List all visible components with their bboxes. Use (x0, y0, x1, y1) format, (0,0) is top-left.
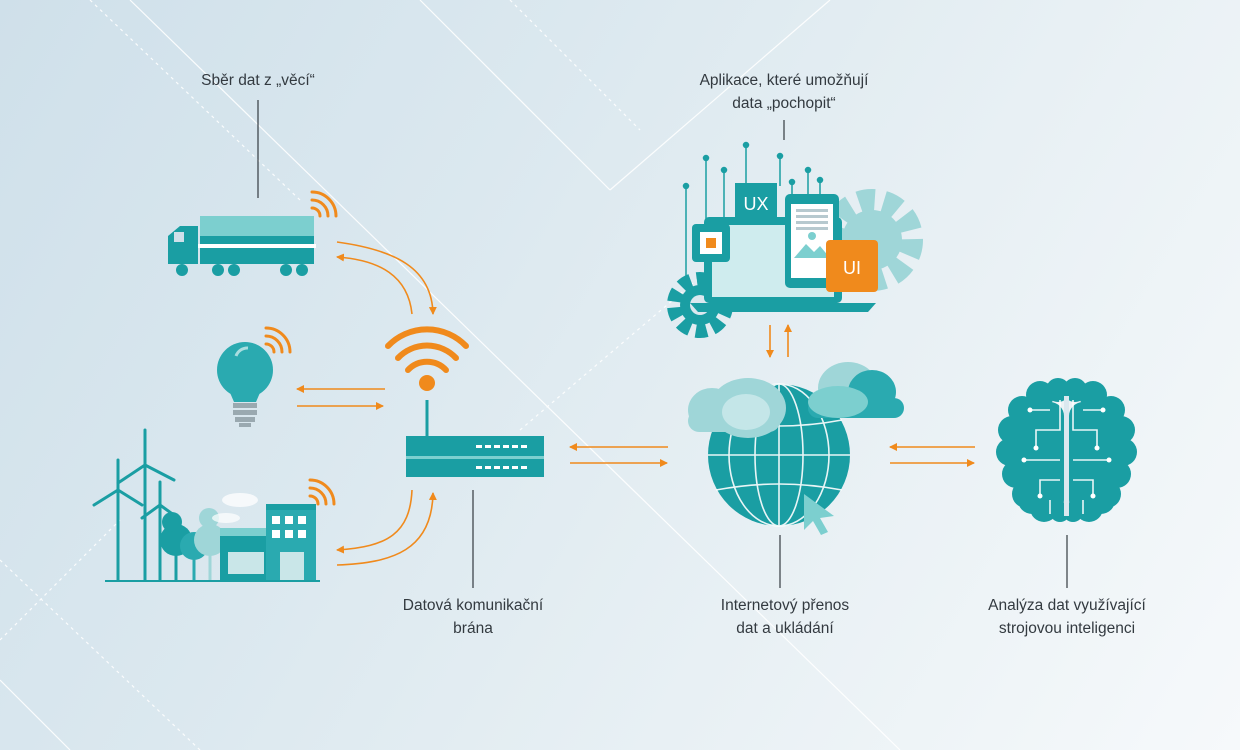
label-transfer-line-2: dat a ukládání (736, 620, 834, 637)
bulb-signal-icon (264, 326, 292, 354)
label-analysis-line-1: Analýza dat využívající (988, 597, 1146, 614)
arrow-truck-to-gateway (336, 241, 437, 315)
label-gateway-line-2: brána (453, 620, 493, 637)
leader-lines (257, 100, 1068, 588)
ui-badge-text: UI (843, 258, 861, 278)
label-apps: Aplikace, které umožňují data „pochopit“ (654, 69, 914, 115)
brain-icon (996, 378, 1137, 522)
label-collect-text: Sběr dat z „věcí“ (201, 72, 315, 89)
label-transfer-line-1: Internetový přenos (720, 597, 850, 614)
arrow-city-to-gateway (336, 492, 437, 566)
label-apps-line-2: data „pochopit“ (732, 95, 836, 112)
antenna-lines (682, 141, 824, 276)
arrow-gateway-to-city (336, 489, 413, 554)
wifi-dot (419, 375, 435, 391)
truck-icon (168, 216, 316, 276)
arrows (296, 241, 975, 566)
city-icon (92, 428, 320, 582)
ui-badge: UI (826, 240, 878, 292)
label-gateway: Datová komunikační brána (373, 594, 573, 640)
label-analysis: Analýza dat využívající strojovou inteli… (957, 594, 1177, 640)
label-analysis-line-2: strojovou inteligenci (998, 620, 1136, 637)
label-collect: Sběr dat z „věcí“ (158, 69, 358, 92)
ux-badge-text: UX (743, 194, 768, 214)
truck-signal-icon (310, 190, 338, 218)
city-signal-icon (308, 478, 336, 506)
label-apps-line-1: Aplikace, které umožňují (699, 72, 869, 89)
wifi-icon (385, 326, 469, 373)
arrow-gateway-to-truck (336, 253, 413, 315)
label-transfer: Internetový přenos dat a ukládání (685, 594, 885, 640)
label-gateway-line-1: Datová komunikační (402, 597, 544, 614)
router-icon (406, 400, 544, 477)
ux-badge: UX (735, 183, 777, 223)
cloud-icon-right (808, 362, 904, 418)
bulb-icon (217, 342, 273, 427)
cursor-icon (804, 494, 834, 535)
chip-icon (692, 224, 730, 262)
cloud-icon-left (688, 378, 786, 438)
wind-turbine-icon (92, 428, 180, 582)
